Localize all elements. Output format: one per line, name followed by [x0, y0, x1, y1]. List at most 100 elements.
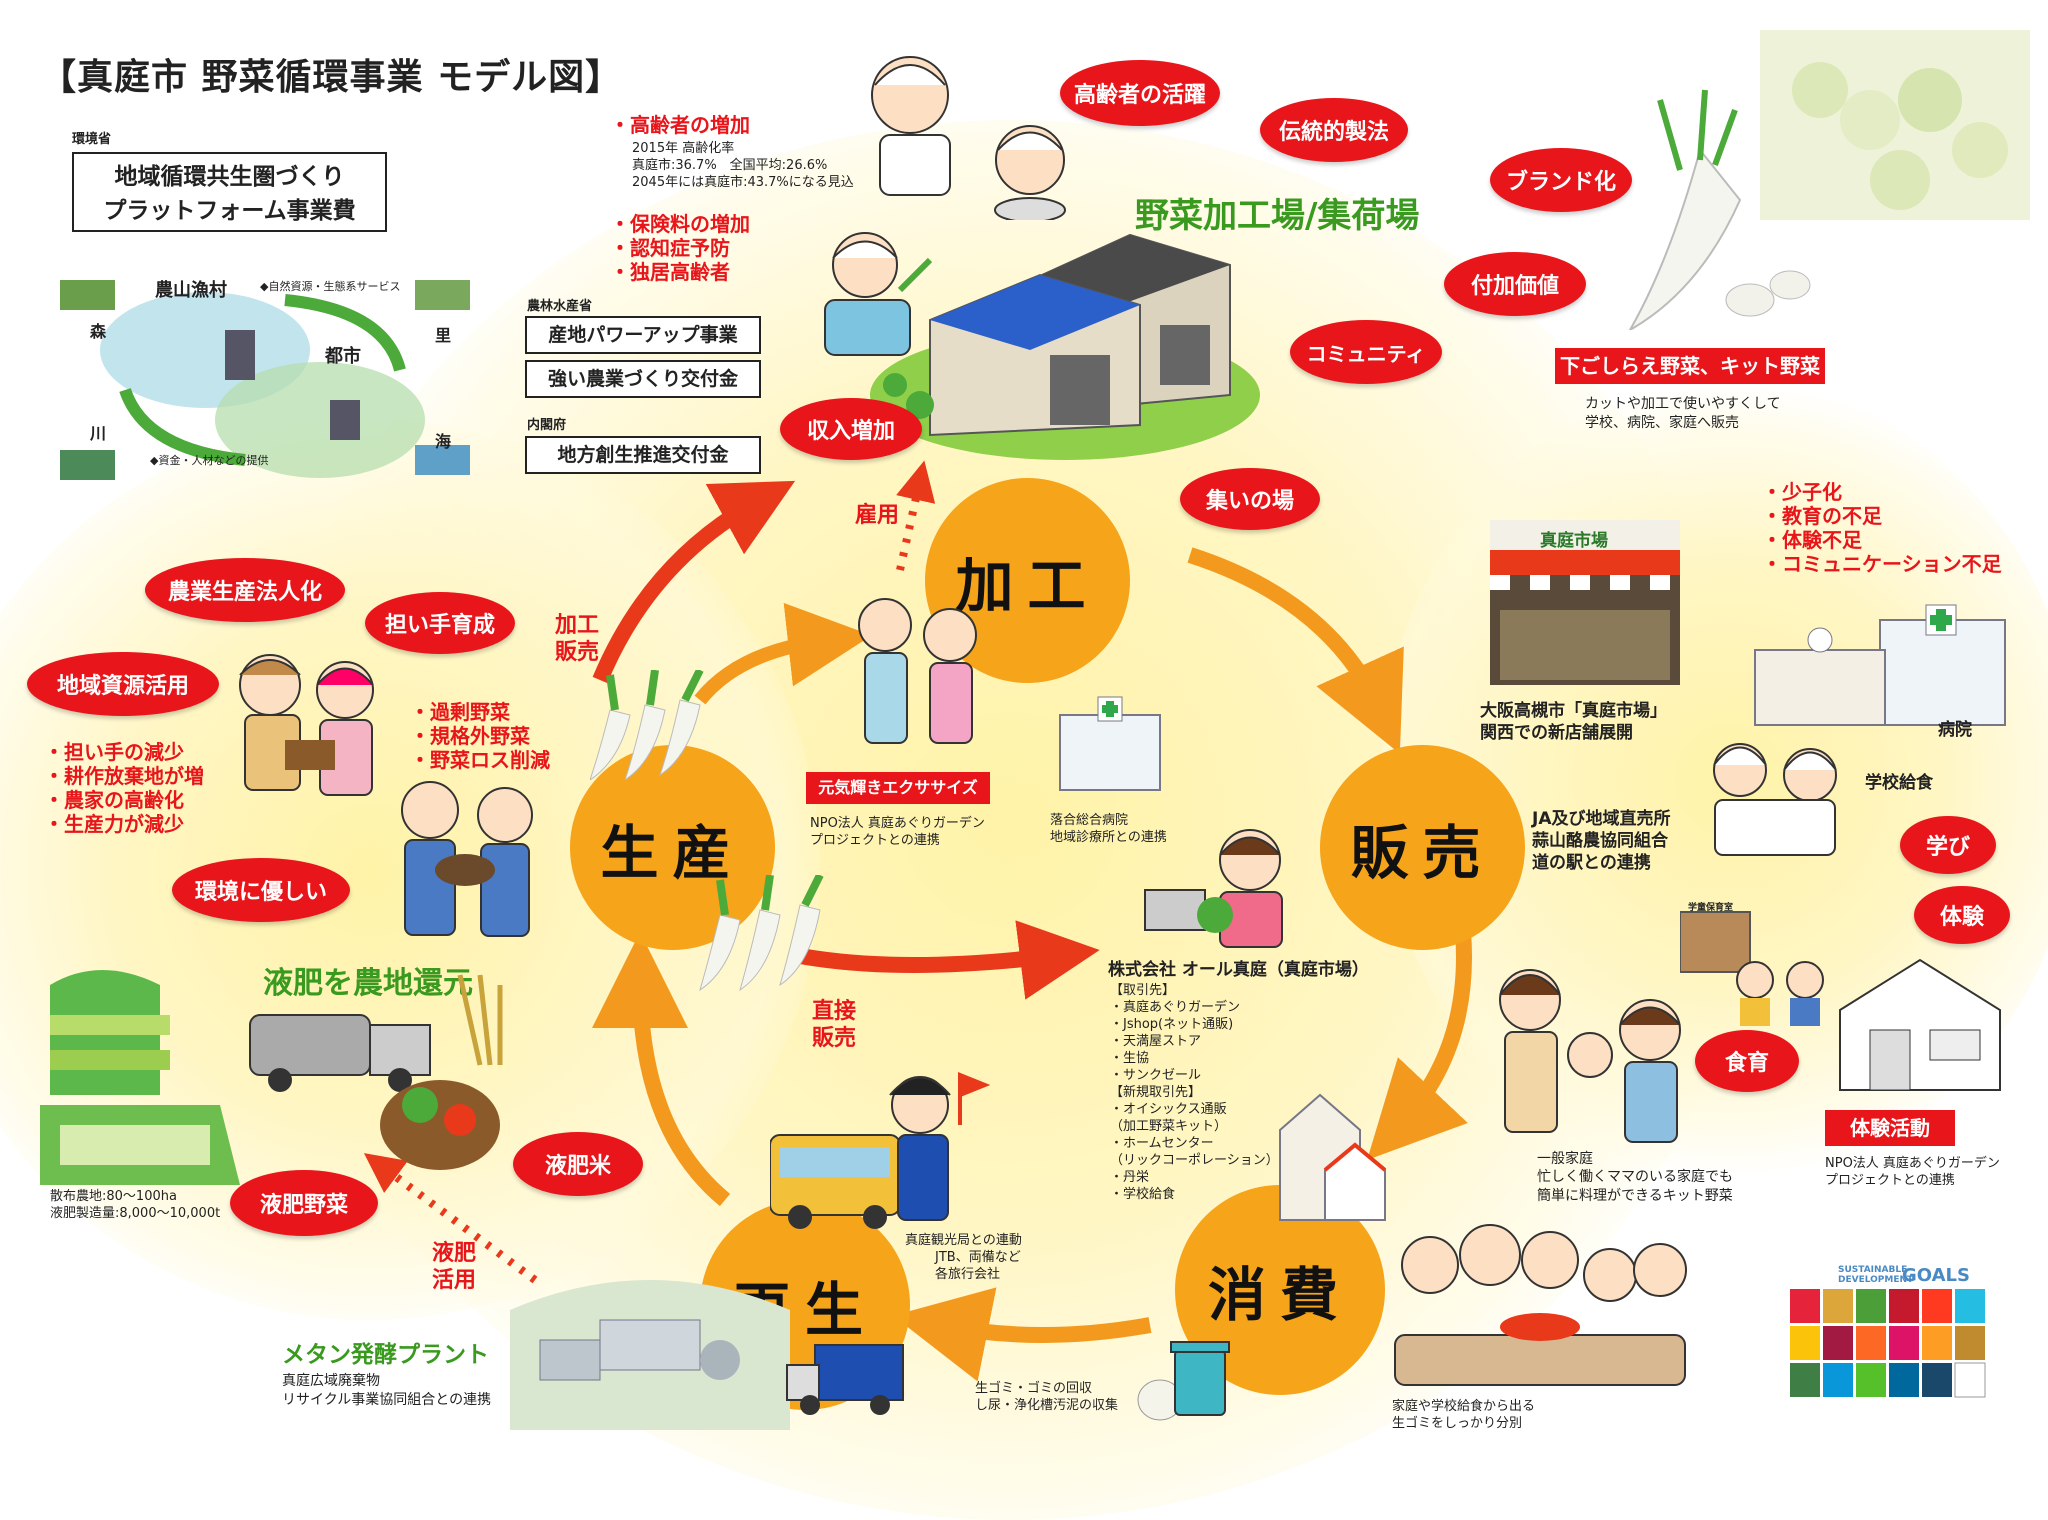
ja-desc-1: JA及び地域直売所 — [1532, 809, 1671, 829]
company-name: 株式会社 オール真庭（真庭市場） — [1108, 960, 1369, 980]
label-process-sell-1: 加工 — [555, 613, 600, 638]
bubble-traditional: 伝統的製法 — [1260, 98, 1408, 162]
env-project-line1: 地域循環共生圏づくり — [114, 164, 345, 190]
tourism-desc: 真庭観光局との連動 JTB、両備など 各旅行会社 — [905, 1232, 1022, 1283]
kids-school-illustration: 学童保育室 — [1679, 900, 1830, 1030]
ministry-cabinet-label: 内閣府 — [527, 418, 567, 433]
bubble-brand: ブランド化 — [1490, 148, 1632, 212]
eco-note-bottom: ◆資金・人材などの提供 — [150, 454, 269, 467]
plant-desc: 真庭広域廃棄物 リサイクル事業協同組合との連携 — [282, 1372, 491, 1410]
env-project-box: 地域循環共生圏づくり プラットフォーム事業費 — [72, 152, 387, 232]
school-sign: 学童保育室 — [1688, 903, 1734, 913]
exercise-elderly-illustration — [830, 585, 1000, 755]
client-8: （加工野菜キット） — [1110, 1119, 1228, 1134]
hospital-link-2: 地域診療所との連携 — [1050, 830, 1167, 845]
plant-desc-2: リサイクル事業協同組合との連携 — [282, 1392, 492, 1408]
exercise-desc-1: NPO法人 真庭あぐりガーデン — [810, 816, 985, 831]
arrow-direct-sell — [793, 920, 1100, 1000]
kids-issue-4: ・コミュニケーション不足 — [1762, 552, 2002, 576]
fertilizer-stat-2: 液肥製造量:8,000～10,000t — [50, 1206, 221, 1221]
ja-desc: JA及び地域直売所 蒜山酪農協同組合 道の駅との連携 — [1532, 808, 1670, 874]
household-waste-2: 生ゴミをしっかり分別 — [1392, 1416, 1523, 1431]
issue-2: ・耕作放棄地が増 — [44, 764, 204, 788]
garbage-truck-illustration — [785, 1335, 905, 1420]
elderly-stat-1: 2015年 高齢化率 — [632, 141, 735, 156]
label-direct-sell-1: 直接 — [812, 999, 857, 1024]
label-liquid-use: 液肥 活用 — [432, 1240, 476, 1294]
ja-desc-3: 道の駅との連携 — [1532, 853, 1651, 873]
cabinet-project: 地方創生推進交付金 — [525, 436, 761, 474]
hospital-link-1: 落合総合病院 — [1050, 813, 1129, 828]
elderly-stat-2: 真庭市:36.7% 全国平均:26.6% — [632, 158, 828, 173]
prep-vegetable-photo — [1560, 30, 2030, 333]
household-waste-1: 家庭や学校給食から出る — [1392, 1399, 1536, 1414]
elderly-stats: 2015年 高齢化率 真庭市:36.7% 全国平均:26.6% 2045年には真… — [632, 140, 854, 191]
exercise-desc-2: プロジェクトとの連携 — [810, 833, 940, 848]
methane-plant-photo — [510, 1250, 790, 1430]
eco-sea: 海 — [435, 432, 452, 451]
return-title: 液肥を農地還元 — [263, 966, 473, 1001]
factory-title: 野菜加工場/集荷場 — [1135, 196, 1420, 236]
prep-desc-2: 学校、病院、家庭へ販売 — [1585, 415, 1739, 431]
hospital-small-illustration — [1050, 695, 1170, 795]
bubble-eco-friendly: 環境に優しい — [172, 858, 350, 922]
arrow-production-process — [694, 602, 872, 705]
client-10: （リックコーポレーション） — [1110, 1153, 1279, 1168]
client-12: ・学校給食 — [1110, 1187, 1176, 1202]
bubble-elderly-active: 高齢者の活躍 — [1060, 60, 1220, 126]
fields-truck-illustration — [40, 955, 540, 1185]
sdgs-header-2: DEVELOPMENT — [1838, 1275, 1914, 1285]
client-0: 【取引先】 — [1110, 983, 1176, 998]
bubble-added-value: 付加価値 — [1444, 252, 1586, 316]
daikon-illustration-top — [589, 668, 720, 782]
issue-3: ・農家の高齢化 — [44, 788, 184, 812]
experience-desc-2: プロジェクトとの連携 — [1825, 1173, 1955, 1188]
elderly-issue-2: ・認知症予防 — [610, 236, 730, 260]
market-desc-2: 関西での新店舗展開 — [1480, 723, 1633, 743]
eco-river: 川 — [90, 424, 107, 443]
bubble-liquid-rice: 液肥米 — [513, 1132, 643, 1196]
school-lunch-label: 学校給食 — [1865, 773, 1933, 793]
eco-note-top: ◆自然資源・生態系サービス — [260, 280, 401, 293]
client-9: ・ホームセンター — [1110, 1136, 1214, 1151]
elderly-stat-3: 2045年には真庭市:43.7%になる見込 — [632, 175, 854, 190]
arrow-recycle-production — [592, 932, 731, 1207]
bubble-successor: 担い手育成 — [365, 592, 515, 654]
family-desc-1: 忙しく働くママのいる家庭でも — [1537, 1169, 1733, 1185]
surplus-list: ・過剰野菜 ・規格外野菜 ・野菜ロス削減 — [410, 700, 550, 772]
kids-issues: ・少子化 ・教育の不足 ・体験不足 ・コミュニケーション不足 — [1762, 480, 2002, 576]
bubble-food-edu: 食育 — [1695, 1030, 1799, 1092]
client-11: ・丹栄 — [1110, 1170, 1150, 1185]
young-farmers-illustration — [385, 770, 555, 950]
family-title: 一般家庭 — [1537, 1151, 1593, 1167]
label-liquid-use-1: 液肥 — [432, 1241, 477, 1266]
garbage-desc-1: 生ゴミ・ゴミの回収 — [975, 1381, 1093, 1396]
label-process-sell: 加工 販売 — [555, 612, 599, 666]
school-lunch-kids-illustration — [1690, 720, 1860, 870]
kids-issue-2: ・教育の不足 — [1762, 504, 1882, 528]
garbage-desc: 生ゴミ・ゴミの回収 し尿・浄化槽汚泥の収集 — [975, 1380, 1118, 1414]
market-desc-1: 大阪高槻市「真庭市場」 — [1480, 701, 1667, 721]
label-direct-sell: 直接 販売 — [812, 998, 856, 1052]
bubble-income: 収入増加 — [780, 398, 922, 460]
hospital-label: 病院 — [1938, 720, 1972, 740]
client-5: ・サンクゼール — [1110, 1068, 1202, 1083]
elderly-issue-1: ・保険料の増加 — [610, 212, 750, 236]
surplus-1: ・過剰野菜 — [410, 700, 510, 724]
ministry-env-label: 環境省 — [72, 132, 112, 147]
bubble-gathering: 集いの場 — [1180, 468, 1320, 530]
surplus-2: ・規格外野菜 — [410, 724, 530, 748]
experience-desc: NPO法人 真庭あぐりガーデン プロジェクトとの連携 — [1825, 1155, 2000, 1189]
arrow-process-sales — [1187, 547, 1404, 754]
label-direct-sell-2: 販売 — [812, 1026, 857, 1051]
label-employment: 雇用 — [855, 503, 900, 528]
eco-diagram-graphic — [60, 280, 470, 480]
bubble-community: コミュニティ — [1290, 320, 1442, 384]
hospital-link-desc: 落合総合病院 地域診療所との連携 — [1050, 812, 1167, 846]
bubble-corporate: 農業生産法人化 — [145, 558, 345, 622]
prep-banner: 下ごしらえ野菜、キット野菜 — [1555, 348, 1825, 384]
elderly-chef-illustration — [800, 220, 940, 360]
client-2: ・Jshop(ネット通販) — [1110, 1017, 1234, 1032]
dining-family-illustration — [1390, 1215, 1690, 1395]
cycle-arrows — [363, 460, 1472, 1382]
